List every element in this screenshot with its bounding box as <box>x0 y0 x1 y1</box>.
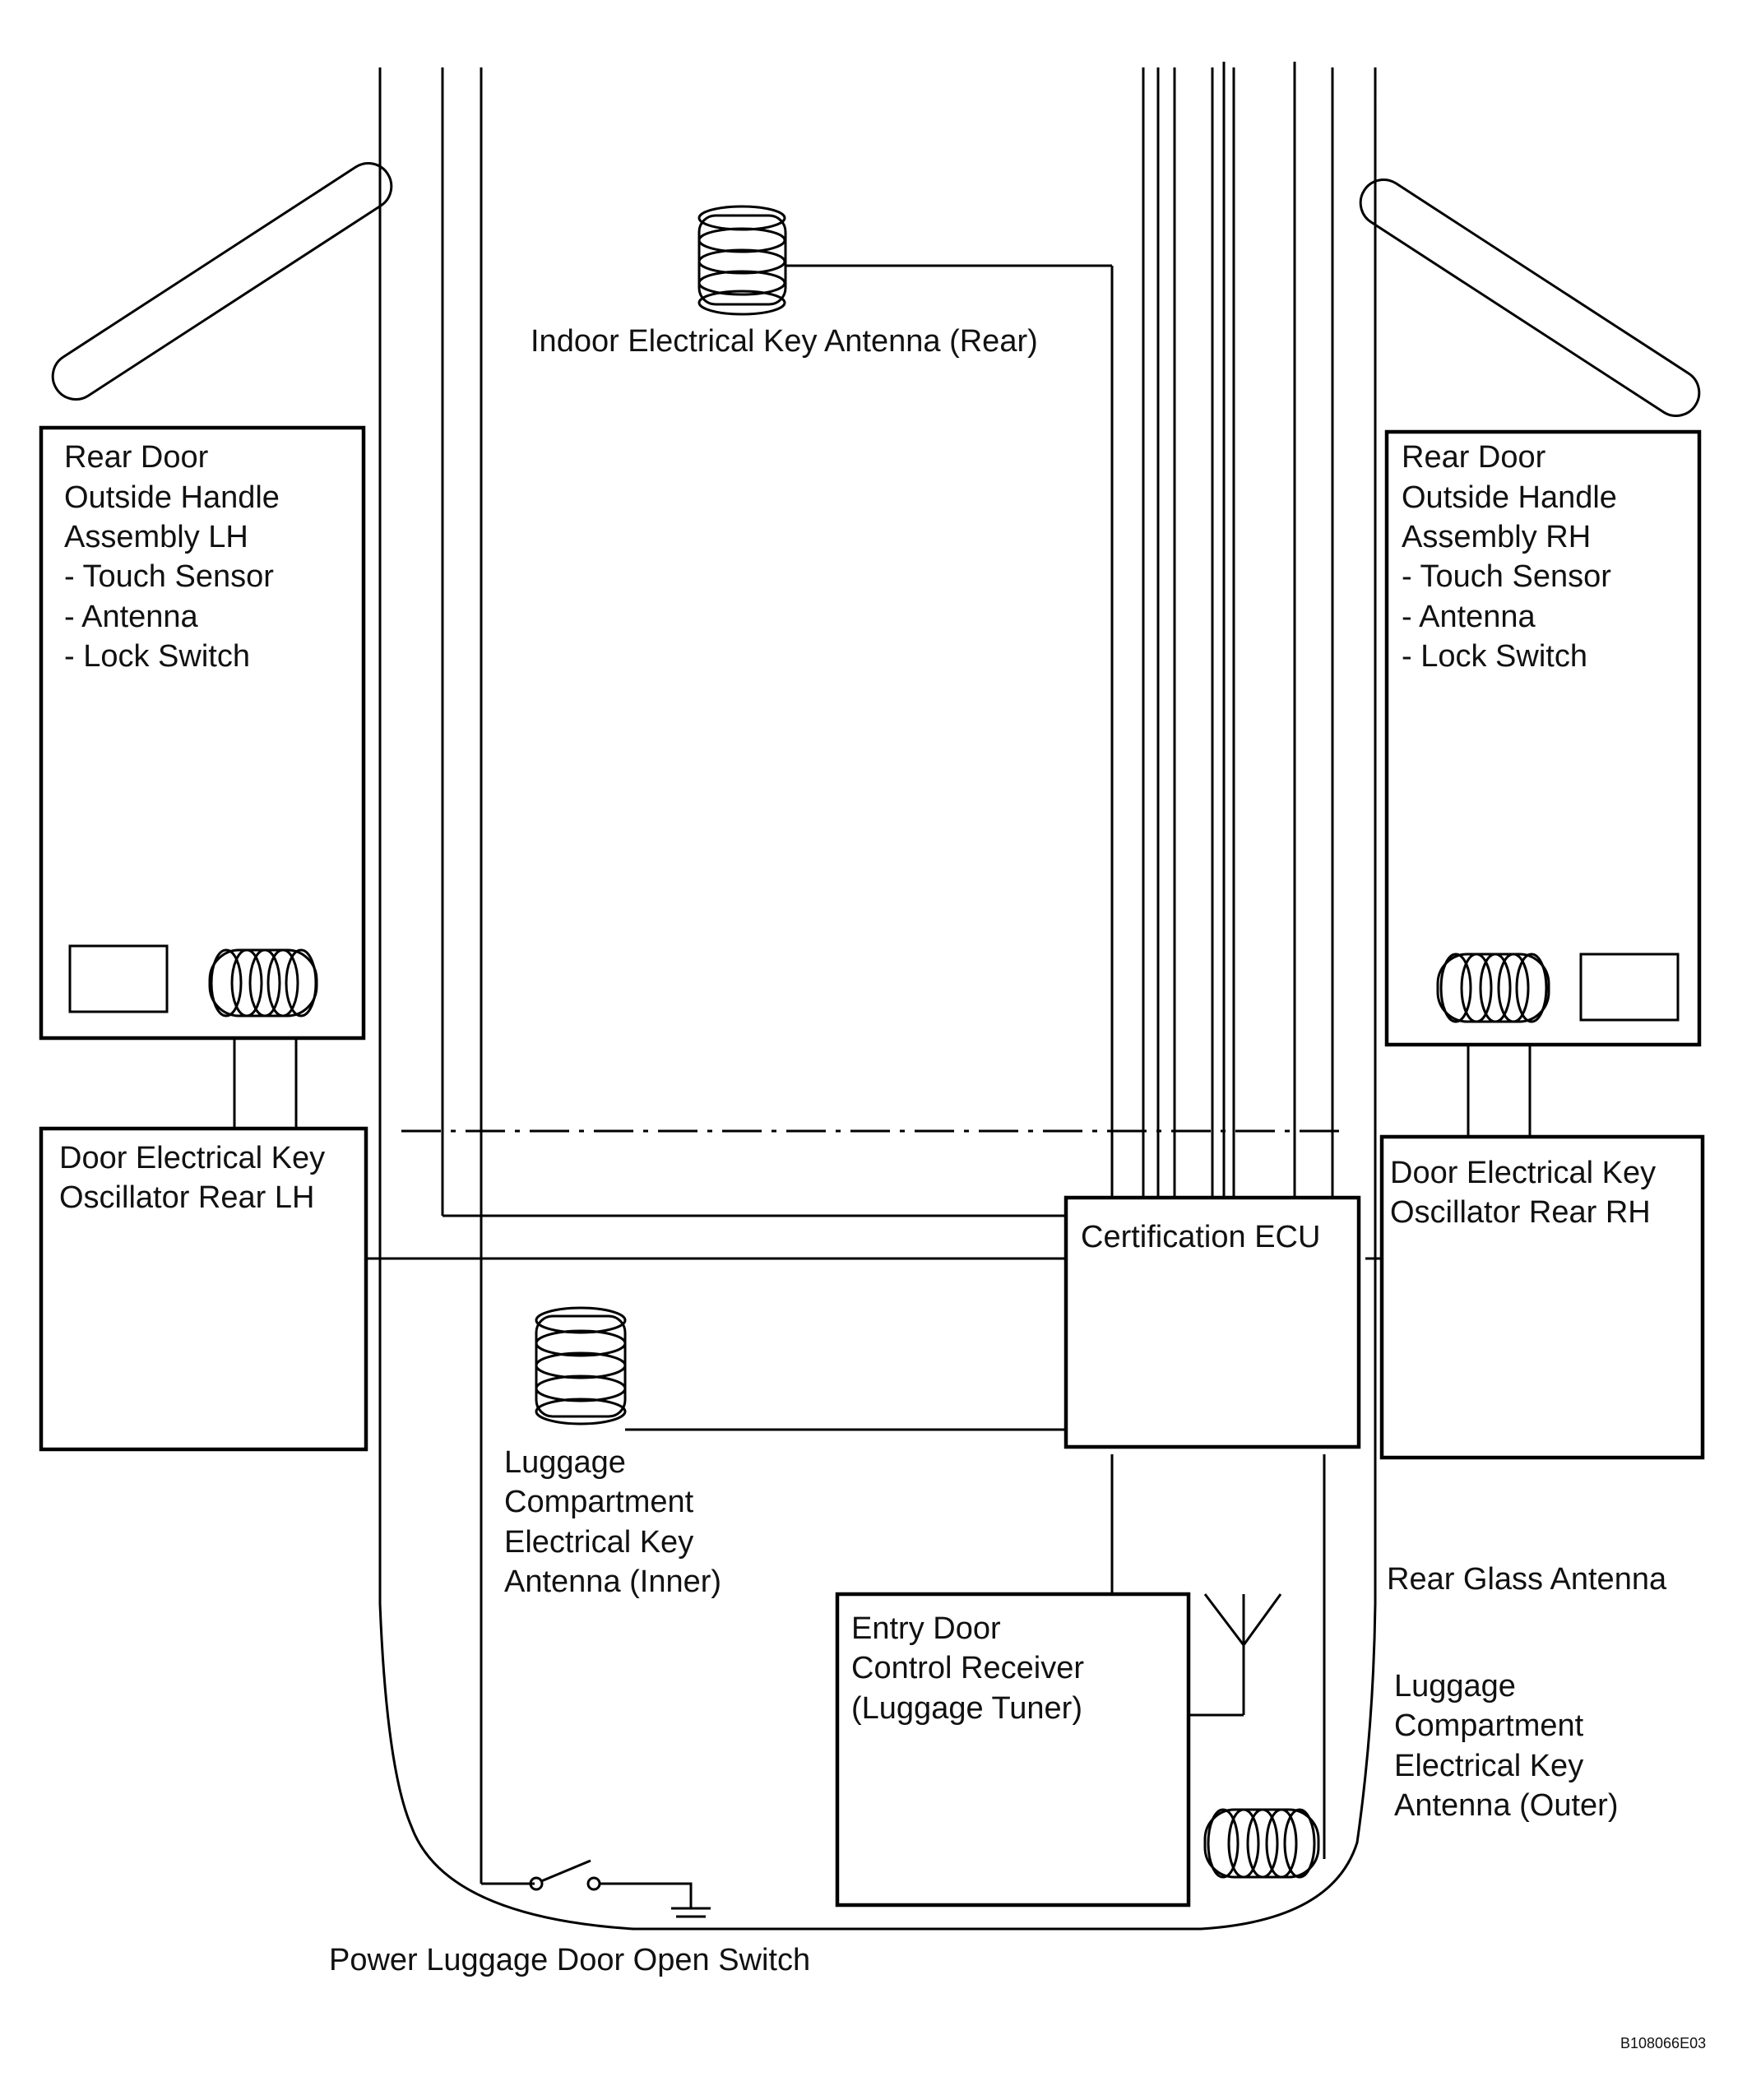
oscillator-rh-label-1: Door Electrical Key <box>1390 1156 1656 1190</box>
figure-code: B108066E03 <box>1620 2035 1706 2051</box>
handle-lh-label-6: - Lock Switch <box>64 639 250 674</box>
luggage-outer-label-1: Luggage <box>1394 1669 1516 1704</box>
handle-lh-label-5: - Antenna <box>64 600 199 634</box>
handle-rh-label-5: - Antenna <box>1402 600 1536 634</box>
luggage-inner-antenna-coil-icon <box>535 1306 627 1425</box>
oscillator-rh-label-2: Oscillator Rear RH <box>1390 1195 1651 1230</box>
handle-rh-label-3: Assembly RH <box>1402 520 1591 554</box>
oscillator-lh-label-1: Door Electrical Key <box>59 1141 325 1175</box>
entry-receiver-box <box>835 1592 1191 1908</box>
luggage-inner-label-3: Electrical Key <box>504 1525 693 1560</box>
oscillator-lh-label-2: Oscillator Rear LH <box>59 1180 314 1215</box>
door-handle-lh <box>51 162 393 401</box>
indoor-antenna-label: Indoor Electrical Key Antenna (Rear) <box>531 324 1038 359</box>
luggage-inner-label-2: Compartment <box>504 1485 694 1519</box>
oscillator-rh-box <box>1379 1134 1705 1460</box>
entry-receiver-label-2: Control Receiver <box>851 1651 1084 1685</box>
handle-rh-label-1: Rear Door <box>1402 440 1546 475</box>
handle-assembly-rh-box <box>1384 429 1702 1047</box>
luggage-outer-label-3: Electrical Key <box>1394 1749 1583 1783</box>
handle-lh-label-3: Assembly LH <box>64 520 248 554</box>
luggage-outer-antenna-coil-icon <box>1203 1808 1320 1879</box>
entry-receiver-label-1: Entry Door <box>851 1611 1001 1646</box>
handle-lh-label-1: Rear Door <box>64 440 209 475</box>
handle-assembly-lh-box <box>39 425 366 1041</box>
luggage-inner-label-4: Antenna (Inner) <box>504 1565 721 1599</box>
certification-ecu-label: Certification ECU <box>1081 1220 1320 1254</box>
handle-lh-label-4: - Touch Sensor <box>64 559 274 594</box>
handle-lh-label-2: Outside Handle <box>64 480 280 515</box>
certification-ecu-box <box>1063 1195 1361 1449</box>
indoor-antenna-coil-icon <box>697 205 787 316</box>
handle-lh-antenna-coil-icon <box>208 948 318 1018</box>
entry-receiver-label-3: (Luggage Tuner) <box>851 1691 1082 1726</box>
handle-rh-label-4: - Touch Sensor <box>1402 559 1611 594</box>
oscillator-lh-box <box>39 1126 368 1452</box>
door-handle-rh <box>1359 178 1701 417</box>
handle-rh-label-2: Outside Handle <box>1402 480 1617 515</box>
vehicle-body-outline <box>378 67 1377 1931</box>
luggage-door-switch-label: Power Luggage Door Open Switch <box>329 1943 810 1977</box>
luggage-inner-label-1: Luggage <box>504 1445 626 1480</box>
luggage-outer-label-2: Compartment <box>1394 1708 1584 1743</box>
wiring-harness <box>233 62 1532 1884</box>
luggage-outer-label-4: Antenna (Outer) <box>1394 1788 1618 1823</box>
luggage-door-switch-icon <box>481 1859 711 1918</box>
handle-rh-label-6: - Lock Switch <box>1402 639 1587 674</box>
handle-rh-antenna-coil-icon <box>1436 953 1550 1023</box>
receiver-antenna-icon <box>1189 1593 1282 1717</box>
rear-glass-antenna-label: Rear Glass Antenna <box>1387 1562 1667 1597</box>
